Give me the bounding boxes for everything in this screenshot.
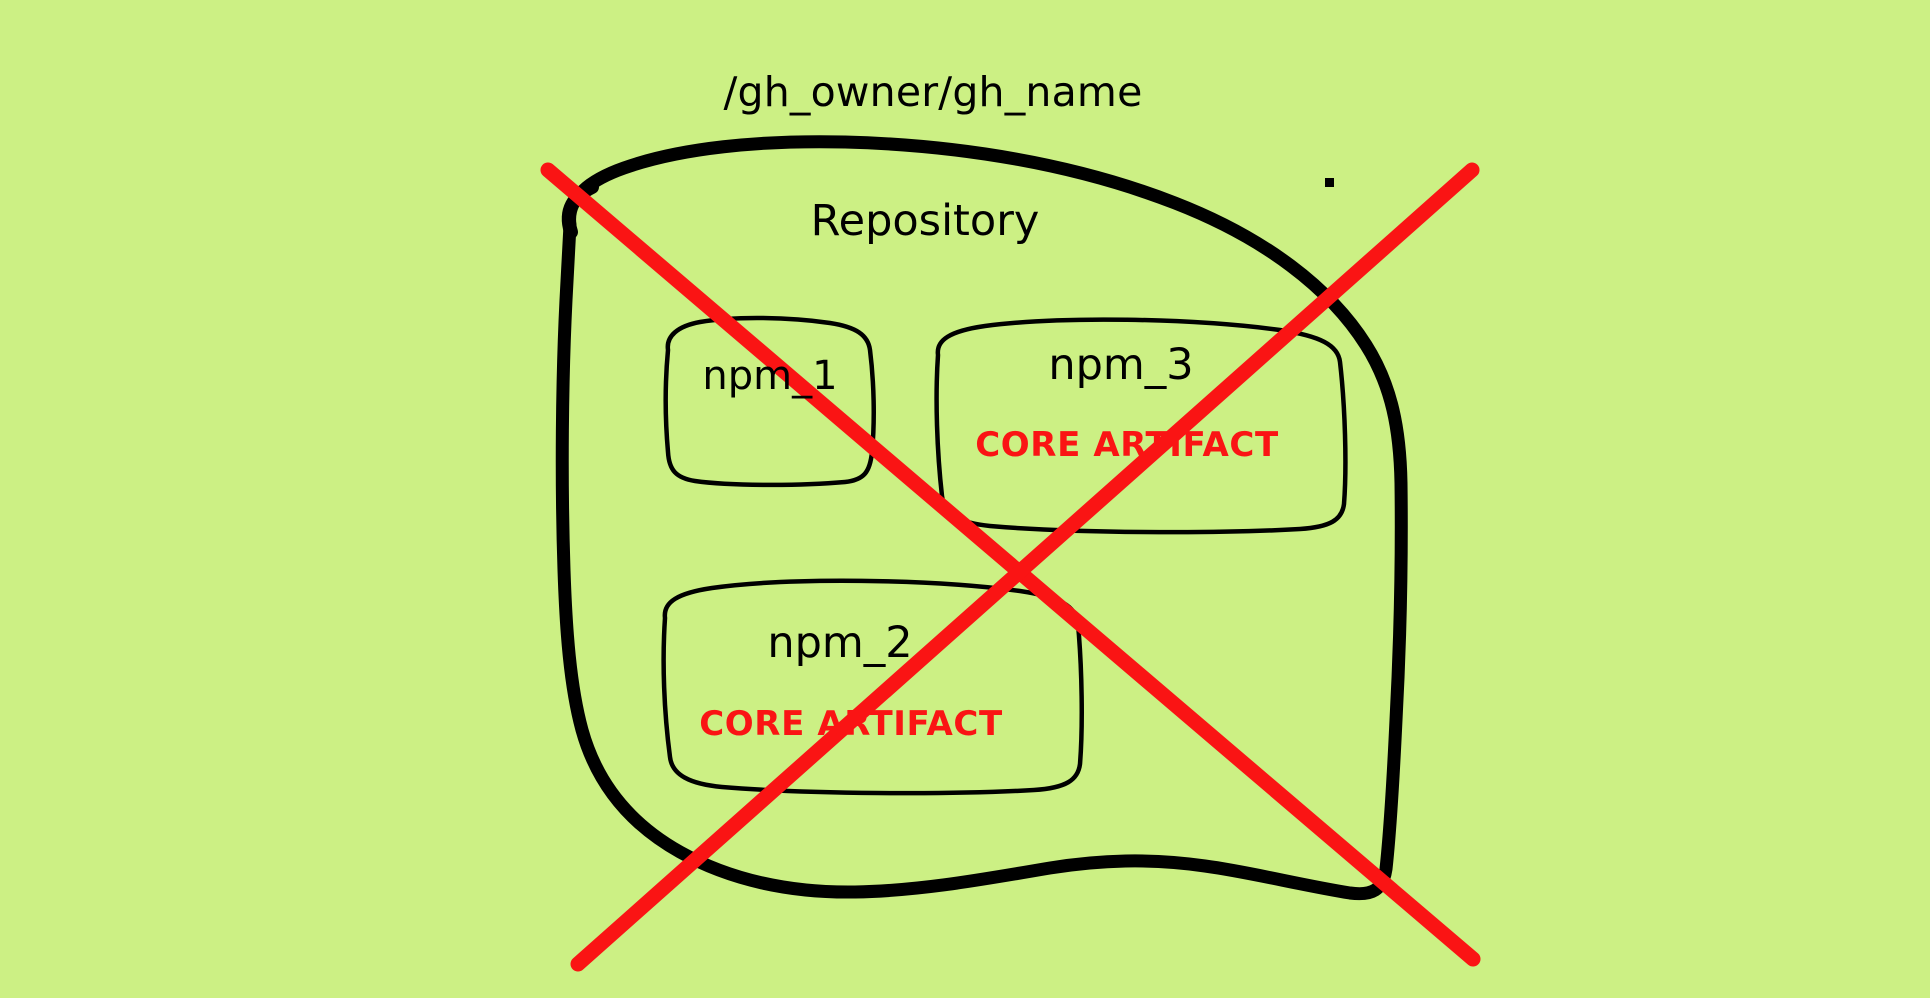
npm3-box-outline [934,317,1348,535]
cross-out-annotation [540,162,1481,972]
npm2-box-outline [661,578,1084,796]
cross-out-stroke-2 [570,162,1480,972]
ink-dot-mark [1325,178,1334,187]
cross-out-stroke-1 [540,162,1481,967]
npm1-box-outline [663,315,876,488]
